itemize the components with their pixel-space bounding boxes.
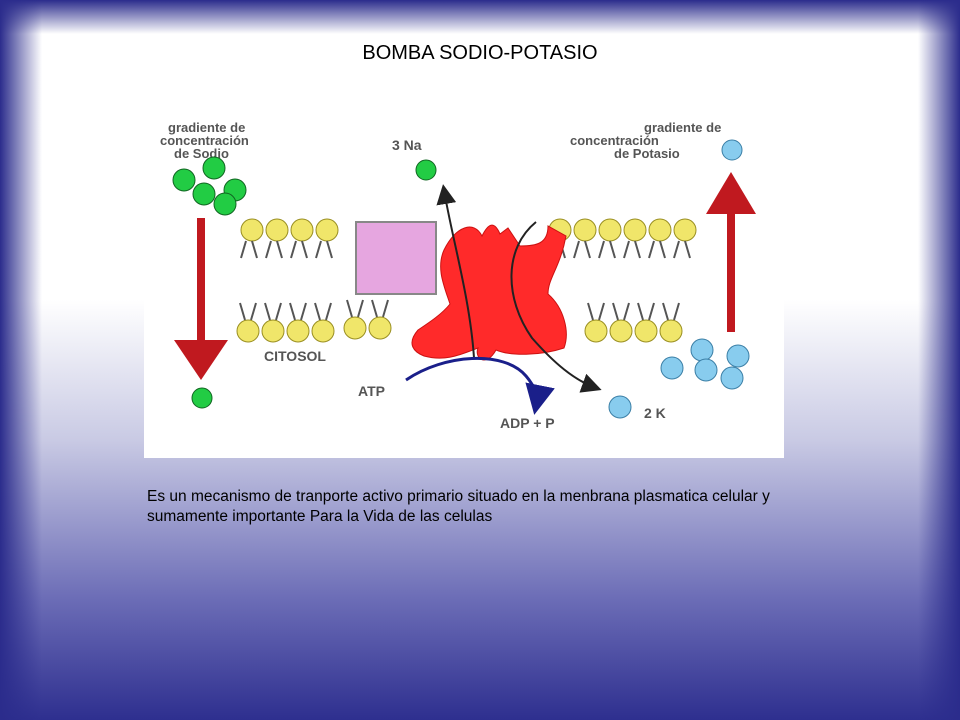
membrane-inner-layer	[236, 299, 683, 343]
potassium-transport-arrow	[510, 221, 602, 393]
sodium-ion-bottom	[191, 387, 213, 409]
sodium-count-label: 3 Na	[392, 137, 422, 153]
potassium-ions-cluster	[660, 338, 750, 390]
sodium-ions-cluster	[172, 156, 247, 216]
potassium-ion-top	[721, 139, 743, 161]
sodium-ion-exiting	[415, 159, 437, 181]
potassium-gradient-label: gradiente de concentración de Potasio	[570, 120, 725, 161]
potassium-gradient-arrow	[706, 172, 756, 332]
adp-label: ADP + P	[500, 415, 555, 431]
cytosol-label: CITOSOL	[264, 348, 326, 364]
channel-protein	[355, 221, 437, 295]
sodium-gradient-label: gradiente de concentración de Sodio	[160, 120, 252, 161]
atp-label: ATP	[358, 383, 385, 399]
sodium-potassium-pump-diagram: gradiente de concentración de Sodio grad…	[144, 118, 784, 458]
sodium-transport-arrow	[436, 184, 475, 359]
membrane-outer-layer	[240, 218, 697, 259]
slide-caption: Es un mecanismo de tranporte activo prim…	[147, 488, 770, 525]
atp-hydrolysis-arrow	[405, 357, 555, 415]
potassium-ion-entering	[608, 395, 632, 419]
sodium-gradient-arrow	[174, 218, 228, 380]
potassium-count-label: 2 K	[644, 405, 666, 421]
diagram-svg: gradiente de concentración de Sodio grad…	[160, 120, 756, 431]
slide-title: BOMBA SODIO-POTASIO	[362, 42, 598, 64]
sodium-potassium-pump	[411, 224, 567, 361]
